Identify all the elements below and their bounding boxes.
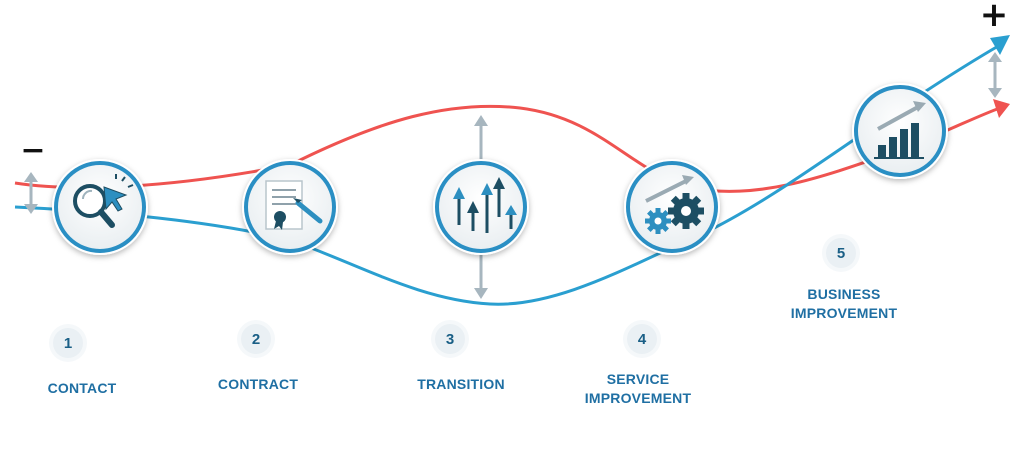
step-4-label-line2: IMPROVEMENT — [584, 390, 692, 406]
plus-sign: + — [980, 0, 1009, 35]
red-arrowhead — [993, 99, 1010, 118]
bar-chart-trend-icon — [874, 101, 926, 159]
step-4-label: SERVICE IMPROVEMENT — [585, 370, 691, 408]
step-5-label-line2: IMPROVEMENT — [790, 305, 898, 321]
contract-document-icon — [265, 180, 323, 230]
step-4-circle — [624, 159, 720, 255]
minus-sign: − — [20, 133, 45, 168]
step-1-label-line1: CONTACT — [47, 380, 117, 396]
step-1-circle — [52, 159, 148, 255]
left-gap-double-arrow-icon — [24, 172, 38, 214]
up-arrows-icon — [453, 177, 517, 233]
step-4-label-line1: SERVICE — [606, 371, 670, 387]
step-1-number-badge: 1 — [53, 328, 83, 358]
right-gap-double-arrow-icon — [988, 52, 1002, 98]
step-5-circle — [852, 83, 948, 179]
gears-trend-icon — [645, 175, 704, 234]
step-5-number-badge: 5 — [826, 238, 856, 268]
step-4-number-badge: 4 — [627, 324, 657, 354]
step-3-label-line1: TRANSITION — [417, 376, 505, 392]
blue-trend-line — [14, 43, 1001, 306]
blue-arrowhead — [990, 35, 1010, 55]
step-5-label: BUSINESS IMPROVEMENT — [791, 285, 897, 323]
step-3-label: TRANSITION — [417, 375, 505, 394]
transition-range-arrow-icon — [474, 115, 488, 299]
magnifier-cursor-icon — [73, 174, 134, 228]
step-3-number-badge: 3 — [435, 324, 465, 354]
step-1-label: CONTACT — [48, 379, 117, 398]
step-2-number-badge: 2 — [241, 324, 271, 354]
step-2-label: CONTRACT — [218, 375, 298, 394]
step-3-circle — [433, 159, 529, 255]
step-5-label-line1: BUSINESS — [807, 286, 881, 302]
step-2-circle — [242, 159, 338, 255]
step-2-label-line1: CONTRACT — [217, 376, 299, 392]
